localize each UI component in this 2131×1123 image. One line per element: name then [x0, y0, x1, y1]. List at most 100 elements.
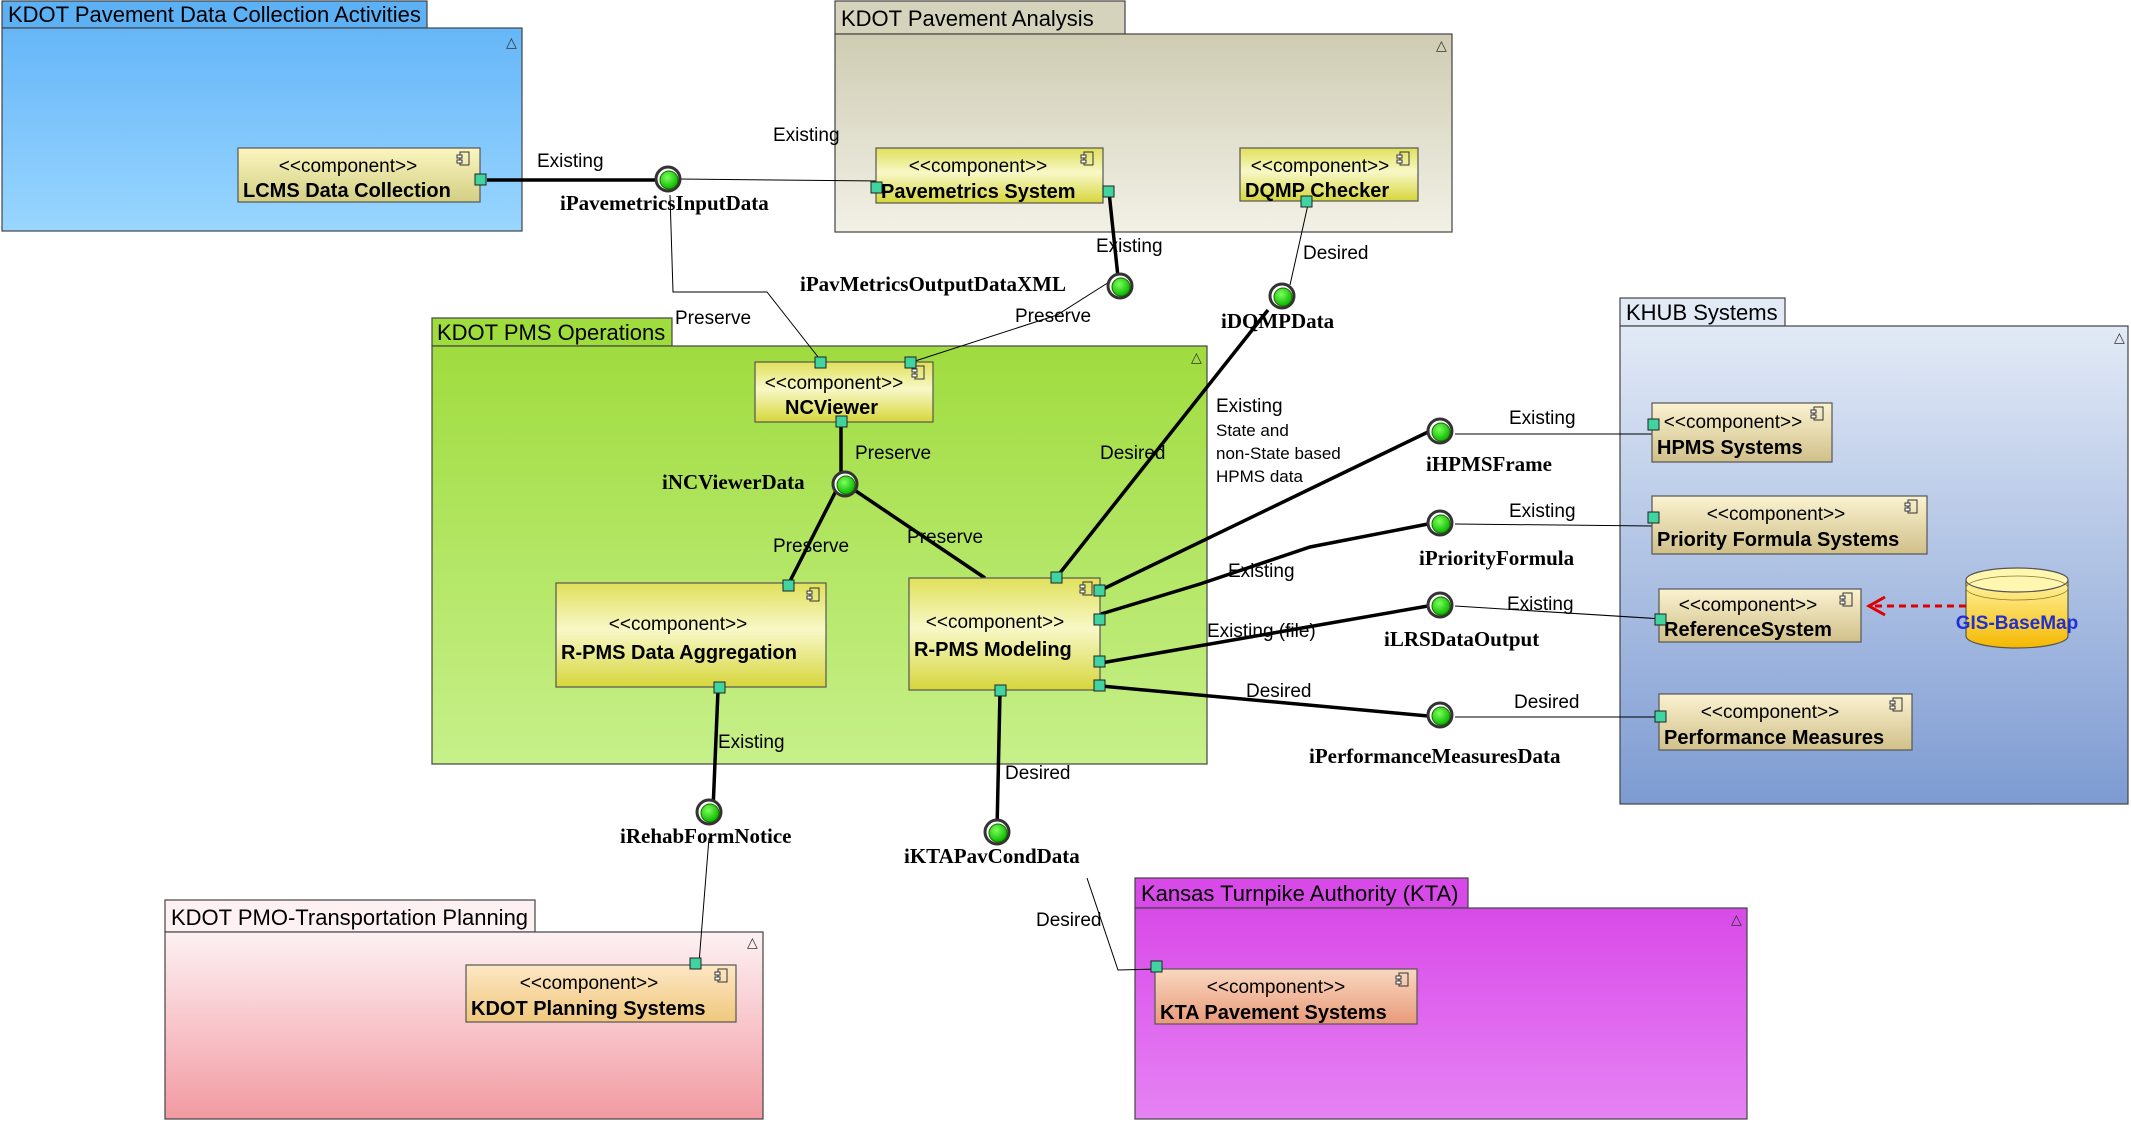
interface-kta-label: iKTAPavCondData	[904, 844, 1080, 868]
interface-dqmp-label: iDQMPData	[1221, 309, 1335, 333]
component-icon	[806, 587, 820, 602]
component-priority[interactable]: <<component>> Priority Formula Systems	[1651, 495, 1928, 555]
component-icon	[456, 151, 470, 166]
component-reference-name: ReferenceSystem	[1664, 619, 1832, 641]
stereotype-label: <<component>>	[279, 156, 417, 177]
component-kta[interactable]: <<component>> KTA Pavement Systems	[1154, 968, 1418, 1025]
interface-priority-label: iPriorityFormula	[1419, 546, 1575, 570]
package-pmo-planning-title: KDOT PMO-Transportation Planning	[171, 905, 528, 930]
component-reference[interactable]: <<component>> ReferenceSystem	[1658, 588, 1862, 643]
collapse-triangle-icon[interactable]: △	[747, 935, 758, 951]
component-performance[interactable]: <<component>> Performance Measures	[1658, 693, 1913, 751]
database-gis-basemap-name: GIS-BaseMap	[1956, 613, 2078, 634]
component-hpms[interactable]: <<component>> HPMS Systems	[1651, 402, 1833, 463]
label-existing: Existing	[1216, 396, 1283, 417]
component-lcms[interactable]: <<component>> LCMS Data Collection	[237, 147, 481, 203]
label-existing: Existing	[1509, 501, 1576, 522]
package-kta-title: Kansas Turnpike Authority (KTA)	[1141, 881, 1459, 906]
collapse-triangle-icon[interactable]: △	[1436, 38, 1447, 54]
stereotype-label: <<component>>	[1701, 702, 1839, 723]
interface-hpms-ball	[1426, 417, 1454, 445]
interface-hpms-label: iHPMSFrame	[1426, 452, 1552, 476]
stereotype-label: <<component>>	[1679, 595, 1817, 616]
package-pmo-planning[interactable]: KDOT PMO-Transportation Planning △	[164, 899, 764, 1120]
ports	[474, 173, 1667, 973]
label-existing: Existing	[1507, 594, 1574, 615]
dependency-arrow	[1865, 595, 1966, 617]
component-dqmp[interactable]: <<component>> DQMP Checker	[1239, 147, 1419, 202]
component-lcms-name: LCMS Data Collection	[243, 180, 451, 202]
label-existing: Existing	[773, 125, 840, 146]
stereotype-label: <<component>>	[765, 373, 903, 394]
label-desired: Desired	[1036, 910, 1101, 931]
label-existing: Existing	[1509, 408, 1576, 429]
stereotype-label: <<component>>	[1251, 156, 1389, 177]
label-desired: Desired	[1246, 681, 1311, 702]
package-kta[interactable]: Kansas Turnpike Authority (KTA) △	[1134, 877, 1748, 1120]
component-modeling-name: R-PMS Modeling	[914, 639, 1072, 661]
component-pavemetrics[interactable]: <<component>> Pavemetrics System	[875, 147, 1104, 204]
component-icon	[1839, 592, 1853, 607]
label-desired: Desired	[1005, 763, 1070, 784]
connectors	[487, 178, 1664, 971]
label-existing: Existing	[718, 732, 785, 753]
component-modeling[interactable]: <<component>> R-PMS Modeling	[908, 577, 1101, 691]
interface-pavemetrics-input-label: iPavemetricsInputData	[560, 191, 769, 215]
note-line: non-State based	[1216, 444, 1341, 463]
label-desired: Desired	[1100, 443, 1165, 464]
component-icon	[1904, 499, 1918, 514]
label-preserve: Preserve	[907, 527, 983, 548]
database-gis-basemap[interactable]: GIS-BaseMap	[1956, 567, 2078, 649]
label-preserve: Preserve	[675, 308, 751, 329]
label-desired: Desired	[1514, 692, 1579, 713]
label-existing: Existing	[1228, 561, 1295, 582]
label-existing-file: Existing (file)	[1207, 621, 1316, 642]
interface-ncviewer-label: iNCViewerData	[662, 470, 805, 494]
component-dqmp-name: DQMP Checker	[1245, 180, 1389, 202]
interface-lrs-label: iLRSDataOutput	[1384, 627, 1539, 651]
label-existing: Existing	[1096, 236, 1163, 257]
package-data-collection-title: KDOT Pavement Data Collection Activities	[8, 2, 421, 27]
component-planning[interactable]: <<component>> KDOT Planning Systems	[465, 964, 737, 1023]
component-icon	[1396, 151, 1410, 166]
interface-pavmetrics-output-label: iPavMetricsOutputDataXML	[800, 272, 1066, 296]
label-preserve: Preserve	[1015, 306, 1091, 327]
component-icon	[714, 968, 728, 983]
stereotype-label: <<component>>	[1664, 412, 1802, 433]
component-ncviewer[interactable]: <<component>> NCViewer	[754, 361, 934, 423]
collapse-triangle-icon[interactable]: △	[1191, 350, 1202, 366]
connector-labels: Existing Existing Existing Desired Prese…	[537, 125, 1579, 931]
stereotype-label: <<component>>	[926, 612, 1064, 633]
stereotype-label: <<component>>	[520, 973, 658, 994]
interface-pavmetrics-output-ball	[1106, 272, 1134, 300]
interface-pavemetrics-input-ball	[654, 165, 682, 193]
component-priority-name: Priority Formula Systems	[1657, 529, 1899, 551]
stereotype-label: <<component>>	[1707, 504, 1845, 525]
stereotype-label: <<component>>	[609, 614, 747, 635]
component-performance-name: Performance Measures	[1664, 727, 1884, 749]
interface-performance-ball	[1426, 701, 1454, 729]
interface-rehab-label: iRehabFormNotice	[620, 824, 791, 848]
label-preserve: Preserve	[773, 536, 849, 557]
component-icon	[1395, 972, 1409, 987]
label-desired: Desired	[1303, 243, 1368, 264]
note-line: State and	[1216, 421, 1289, 440]
interface-ncviewer-ball	[831, 470, 859, 498]
component-hpms-name: HPMS Systems	[1657, 437, 1803, 459]
collapse-triangle-icon[interactable]: △	[506, 35, 517, 51]
interface-kta-ball	[983, 818, 1011, 846]
collapse-triangle-icon[interactable]: △	[1731, 912, 1742, 928]
interface-performance-label: iPerformanceMeasuresData	[1309, 744, 1561, 768]
interface-names: iPavemetricsInputData iPavMetricsOutputD…	[560, 191, 1575, 868]
interface-lrs-ball	[1426, 591, 1454, 619]
collapse-triangle-icon[interactable]: △	[2114, 330, 2125, 346]
component-icon	[911, 365, 925, 380]
package-pms-operations-title: KDOT PMS Operations	[437, 320, 665, 345]
interface-priority-ball	[1426, 509, 1454, 537]
component-icon	[1889, 697, 1903, 712]
component-planning-name: KDOT Planning Systems	[471, 998, 706, 1020]
label-existing: Existing	[537, 151, 604, 172]
component-aggregation[interactable]: <<component>> R-PMS Data Aggregation	[555, 582, 827, 688]
component-ncviewer-name: NCViewer	[785, 397, 878, 419]
